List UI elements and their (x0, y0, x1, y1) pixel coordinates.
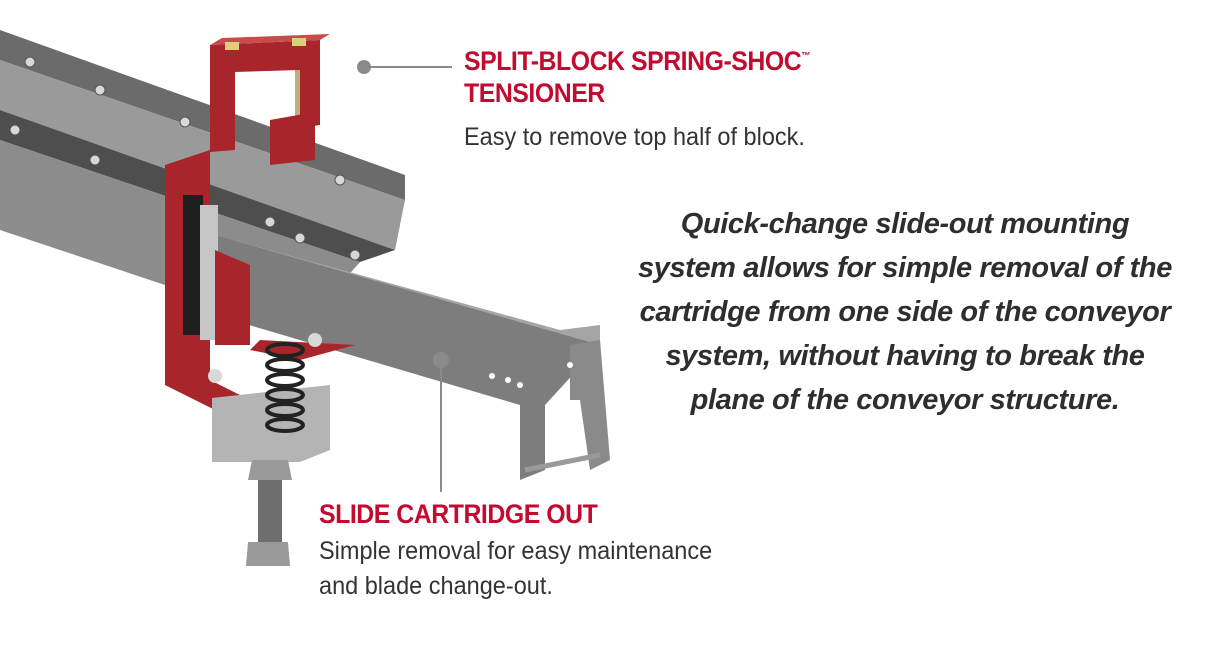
split-block-tensioner (210, 34, 330, 165)
feature-description: Quick-change slide-out mounting system a… (590, 202, 1205, 422)
cartridge-description-line1: Simple removal for easy maintenance (319, 537, 713, 565)
feature-line: cartridge from one side of the conveyor (639, 296, 1171, 328)
trademark-symbol: ™ (801, 51, 810, 62)
feature-line: system, without having to break the (665, 340, 1145, 372)
tensioner-title-line2: TENSIONER (464, 78, 605, 108)
cartridge-title: SLIDE CARTRIDGE OUT (319, 499, 598, 529)
cartridge-description-line2: and blade change-out. (319, 572, 553, 600)
spring-assembly (212, 342, 330, 566)
tensioner-title: SPLIT-BLOCK SPRING-SHOC™ TENSIONER (464, 45, 810, 109)
slide-cartridge (215, 235, 610, 480)
callout-leaders (357, 60, 452, 492)
feature-line: plane of the conveyor structure. (690, 384, 1120, 416)
feature-line: system allows for simple removal of the (638, 252, 1172, 284)
tensioner-title-line1: SPLIT-BLOCK SPRING-SHOC (464, 46, 802, 76)
tensioner-description: Easy to remove top half of block. (464, 123, 805, 151)
feature-line: Quick-change slide-out mounting (680, 208, 1130, 240)
